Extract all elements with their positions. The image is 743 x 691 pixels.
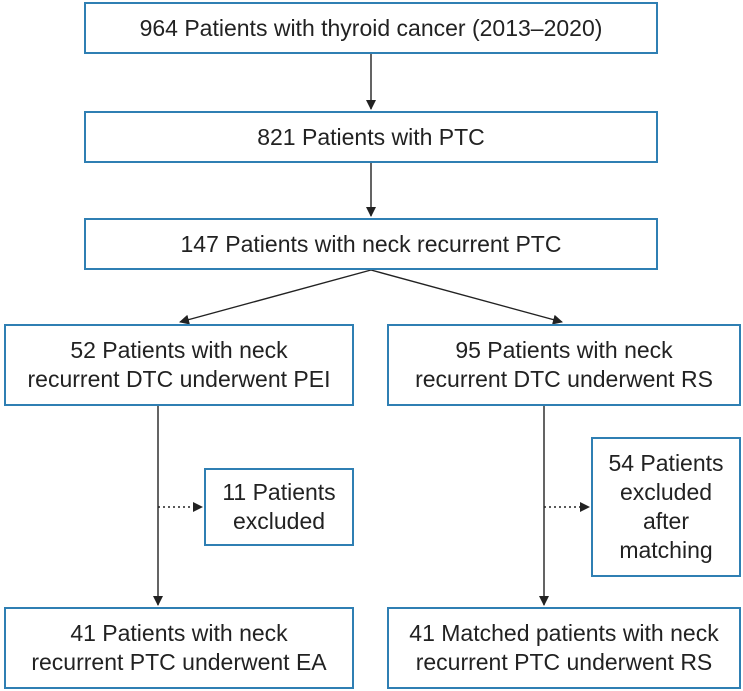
box-ptc-patients: 821 Patients with PTC bbox=[84, 111, 658, 163]
box-excluded-left: 11 Patients excluded bbox=[204, 468, 354, 546]
arrow-recurrent-to-rs bbox=[370, 269, 563, 325]
box-total-thyroid-cancer: 964 Patients with thyroid cancer (2013–2… bbox=[84, 2, 658, 54]
box-matched-rs-group: 41 Matched patients with neck recurrent … bbox=[387, 607, 741, 689]
box-pei-group: 52 Patients with neck recurrent DTC unde… bbox=[4, 324, 354, 406]
box-ea-group: 41 Patients with neck recurrent PTC unde… bbox=[4, 607, 354, 689]
box-rs-group: 95 Patients with neck recurrent DTC unde… bbox=[387, 324, 741, 406]
arrow-recurrent-to-pei bbox=[179, 269, 372, 325]
box-excluded-right: 54 Patients excluded after matching bbox=[591, 437, 741, 577]
box-neck-recurrent-ptc: 147 Patients with neck recurrent PTC bbox=[84, 218, 658, 270]
